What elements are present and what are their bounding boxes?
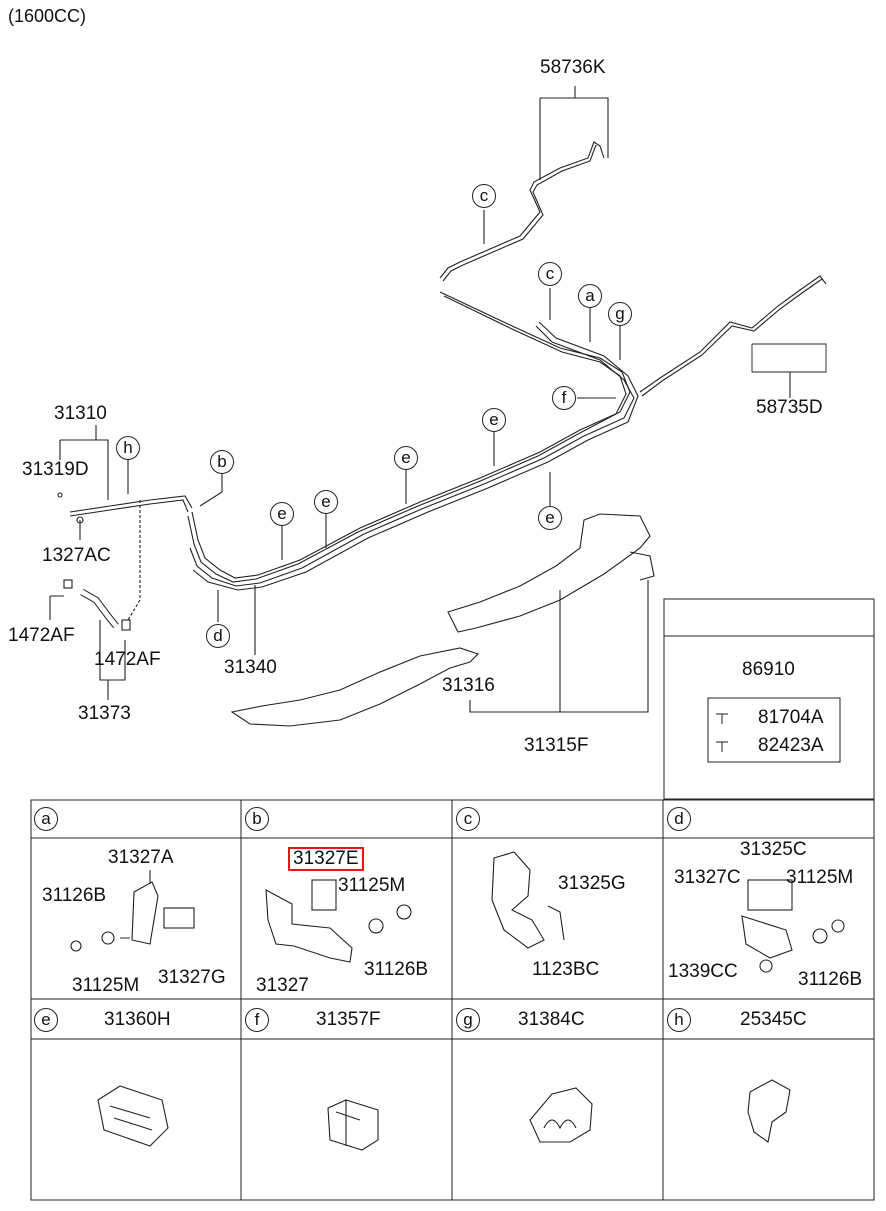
- detail-f-part: 31357F: [316, 1009, 381, 1030]
- part-label-82423a: 82423A: [758, 735, 824, 756]
- callout-c-top: c: [472, 184, 496, 208]
- detail-b-label-31126b: 31126B: [364, 959, 429, 980]
- callout-h: h: [116, 436, 140, 460]
- detail-b-label-31125m: 31125M: [338, 875, 406, 896]
- page-title: (1600CC): [8, 6, 87, 26]
- callout-e-2: e: [482, 408, 506, 432]
- callout-b: b: [210, 450, 234, 474]
- callout-e-4: e: [270, 502, 294, 526]
- detail-d-label-1339cc: 1339CC: [668, 961, 738, 982]
- detail-a-label-31327g: 31327G: [158, 967, 226, 988]
- detail-d-label-31126b: 31126B: [798, 969, 863, 990]
- part-label-31373: 31373: [78, 703, 131, 724]
- callout-d: d: [206, 624, 230, 648]
- part-label-86910: 86910: [742, 659, 795, 680]
- detail-a-letter: a: [34, 807, 58, 831]
- part-label-58735d: 58735D: [756, 397, 823, 418]
- detail-b-letter: b: [245, 807, 269, 831]
- callout-e-5: e: [538, 506, 562, 530]
- detail-e-letter: e: [34, 1008, 58, 1032]
- detail-b-label-31327: 31327: [256, 975, 309, 996]
- detail-c-label-1123bc: 1123BC: [532, 959, 600, 980]
- detail-d-label-31327c: 31327C: [674, 867, 741, 888]
- detail-d-letter: d: [667, 807, 691, 831]
- callout-a: a: [578, 284, 602, 308]
- part-label-31310: 31310: [54, 403, 107, 424]
- detail-f-letter: f: [245, 1008, 269, 1032]
- detail-g-part: 31384C: [518, 1009, 585, 1030]
- part-label-58736k: 58736K: [540, 57, 606, 78]
- part-label-1472af-right: 1472AF: [94, 649, 161, 670]
- callout-g: g: [608, 302, 632, 326]
- detail-d-label-31325c: 31325C: [740, 839, 807, 860]
- detail-a-label-31126b: 31126B: [42, 885, 107, 906]
- callout-e-3: e: [314, 490, 338, 514]
- detail-g-letter: g: [456, 1008, 480, 1032]
- part-label-1327ac: 1327AC: [42, 545, 111, 566]
- detail-b-label-31327e: 31327E: [288, 847, 364, 871]
- callout-e-1: e: [394, 446, 418, 470]
- part-label-81704a: 81704A: [758, 707, 824, 728]
- detail-h-part: 25345C: [740, 1009, 807, 1030]
- part-label-31315f: 31315F: [524, 735, 589, 756]
- detail-d-label-31125m: 31125M: [786, 867, 854, 888]
- detail-h-letter: h: [667, 1008, 691, 1032]
- detail-e-part: 31360H: [104, 1009, 171, 1030]
- part-label-31316: 31316: [442, 675, 495, 696]
- detail-a-label-31125m: 31125M: [72, 975, 140, 996]
- part-label-31340: 31340: [224, 657, 277, 678]
- detail-c-label-31325g: 31325G: [558, 873, 626, 894]
- callout-c-mid: c: [538, 262, 562, 286]
- part-label-31319d: 31319D: [22, 459, 89, 480]
- callout-f: f: [552, 386, 576, 410]
- detail-c-letter: c: [456, 807, 480, 831]
- detail-a-label-31327a: 31327A: [108, 847, 174, 868]
- part-label-1472af-left: 1472AF: [8, 625, 75, 646]
